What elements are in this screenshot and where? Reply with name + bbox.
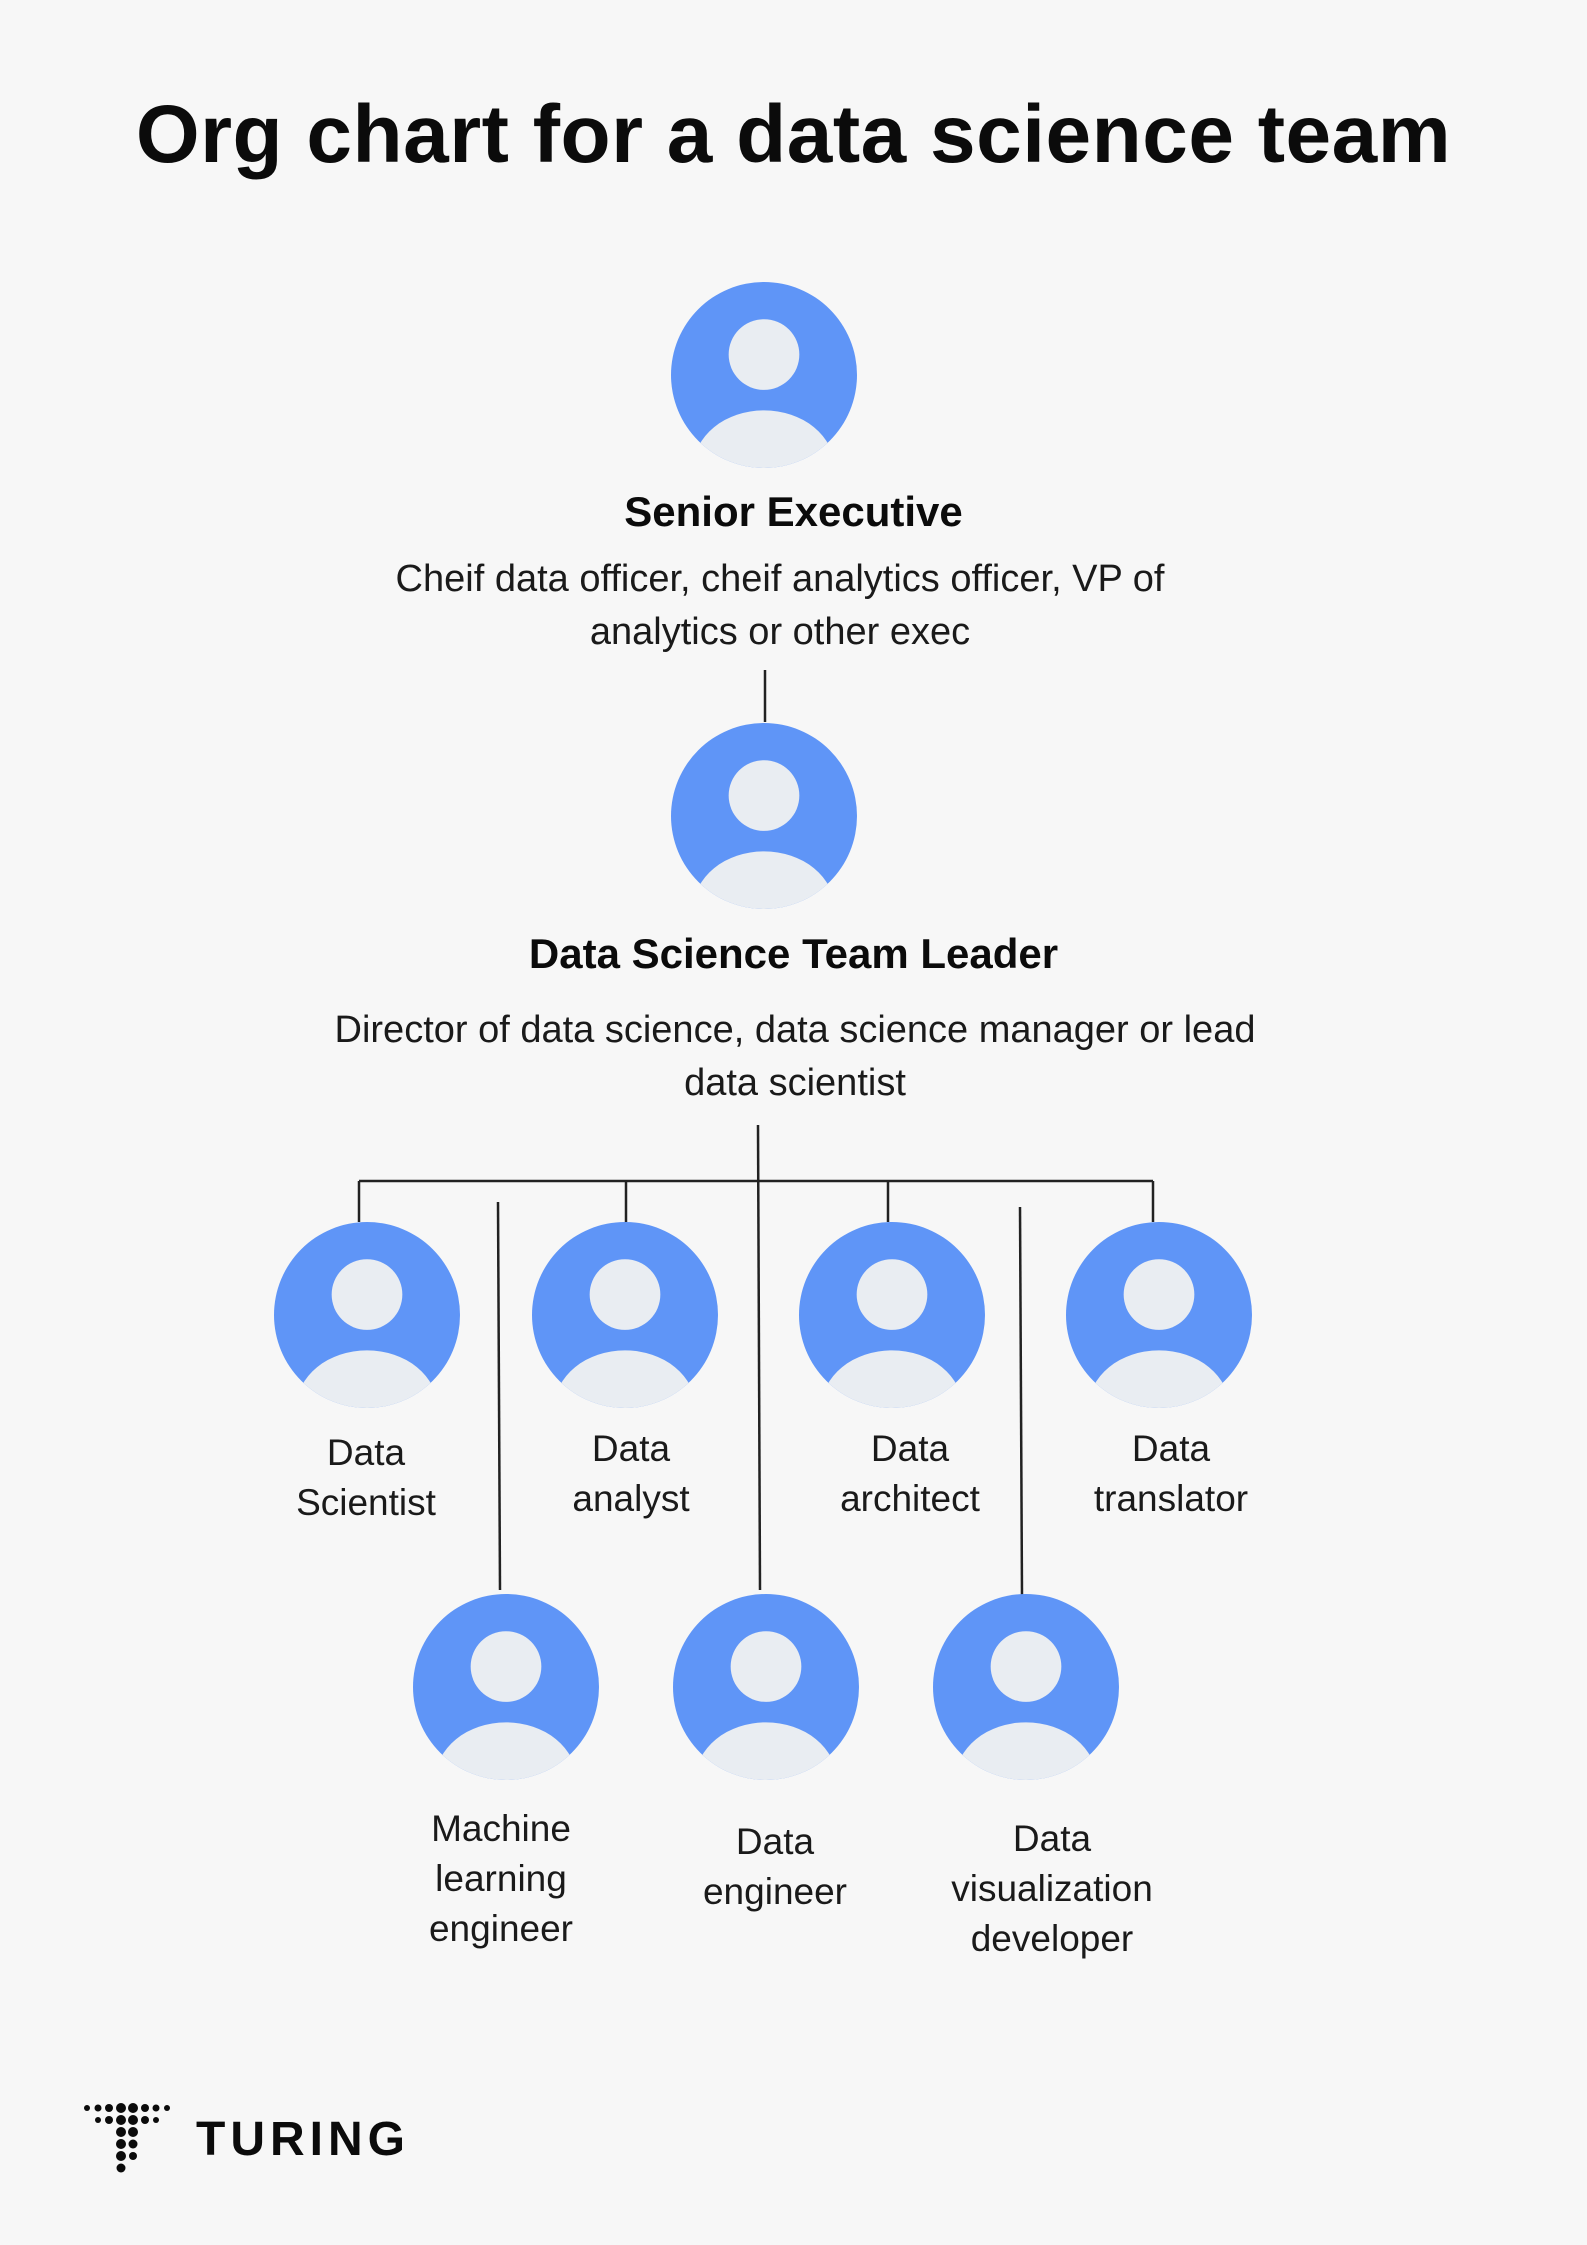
user-avatar-icon [933, 1594, 1119, 1780]
label-data-analyst: Data analyst [572, 1428, 690, 1519]
page-title: Org chart for a data science team [135, 89, 1452, 180]
user-avatar-icon [671, 723, 857, 909]
team-leader-description: Director of data science, data science m… [334, 1009, 1256, 1104]
avatar-data-scientist [274, 1222, 460, 1408]
user-avatar-icon [413, 1594, 599, 1780]
label-data-architect: Data architect [840, 1428, 980, 1519]
avatar-data-engineer [673, 1594, 859, 1780]
label-data-scientist: Data Scientist [296, 1432, 436, 1523]
connector-leader-trunk [756, 1124, 762, 1591]
label-data-engineer: Data engineer [702, 1821, 847, 1912]
team-leader-title: Data Science Team Leader [528, 930, 1059, 977]
avatar-team-leader [671, 723, 857, 909]
user-avatar-icon [1066, 1222, 1252, 1408]
connector-data-viz-developer [1018, 1206, 1024, 1597]
avatar-data-viz-developer [933, 1594, 1119, 1780]
senior-executive-title: Senior Executive [624, 488, 963, 535]
user-avatar-icon [532, 1222, 718, 1408]
turing-logo-icon [84, 2103, 170, 2173]
avatar-data-analyst [532, 1222, 718, 1408]
brand-name: TURING [196, 2113, 410, 2166]
user-avatar-icon [671, 282, 857, 468]
label-data-translator: Data translator [1093, 1428, 1249, 1519]
avatar-data-architect [799, 1222, 985, 1408]
user-avatar-icon [274, 1222, 460, 1408]
connector-ml-engineer [496, 1201, 502, 1591]
label-data-viz-developer: Data visualization developer [951, 1818, 1153, 1959]
label-ml-engineer: Machine learning engineer [428, 1808, 573, 1949]
senior-executive-description: Cheif data officer, cheif analytics offi… [395, 558, 1165, 653]
avatar-data-translator [1066, 1222, 1252, 1408]
user-avatar-icon [673, 1594, 859, 1780]
avatar-senior-executive [671, 282, 857, 468]
user-avatar-icon [799, 1222, 985, 1408]
avatar-ml-engineer [413, 1594, 599, 1780]
